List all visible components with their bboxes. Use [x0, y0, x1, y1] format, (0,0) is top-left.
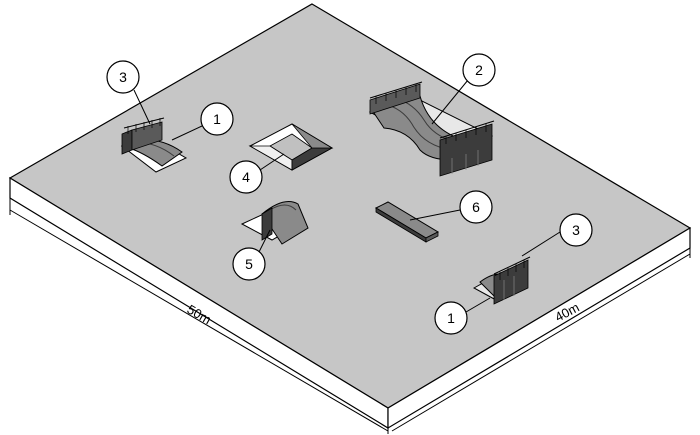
half-pipe	[368, 81, 495, 177]
callout-5: 5	[232, 247, 266, 281]
leader-lines	[133, 79, 561, 313]
callout-number: 3	[119, 69, 127, 85]
leader-3-left	[133, 89, 151, 125]
callout-2: 2	[462, 53, 496, 87]
callout-3-right: 3	[559, 213, 593, 247]
grind-box	[374, 201, 440, 243]
ground-slab	[8, 3, 692, 430]
callout-number: 5	[245, 256, 253, 272]
callout-6: 6	[459, 190, 493, 224]
callout-number: 1	[447, 310, 455, 326]
dimension-width: 40m	[391, 248, 691, 432]
callout-number: 2	[475, 62, 483, 78]
leader-2	[431, 79, 469, 125]
callout-3-left: 3	[106, 60, 140, 94]
funbox-pyramid	[248, 123, 334, 171]
leader-4	[259, 153, 285, 171]
callout-number: 1	[213, 111, 221, 127]
callout-number: 6	[472, 199, 480, 215]
quarter-pipe-left	[120, 117, 188, 173]
callout-number: 4	[242, 169, 250, 185]
callout-4: 4	[229, 160, 263, 194]
callout-number: 3	[572, 222, 580, 238]
callout-1-right: 1	[434, 301, 468, 335]
quarter-pipe-right	[472, 256, 531, 305]
leader-1-right	[465, 297, 491, 313]
callout-1-left: 1	[200, 102, 234, 136]
leader-6	[409, 209, 461, 221]
launch-ramp	[240, 201, 309, 245]
leader-3-right	[521, 231, 561, 257]
leader-5	[257, 229, 271, 255]
leader-1-left	[171, 125, 203, 141]
